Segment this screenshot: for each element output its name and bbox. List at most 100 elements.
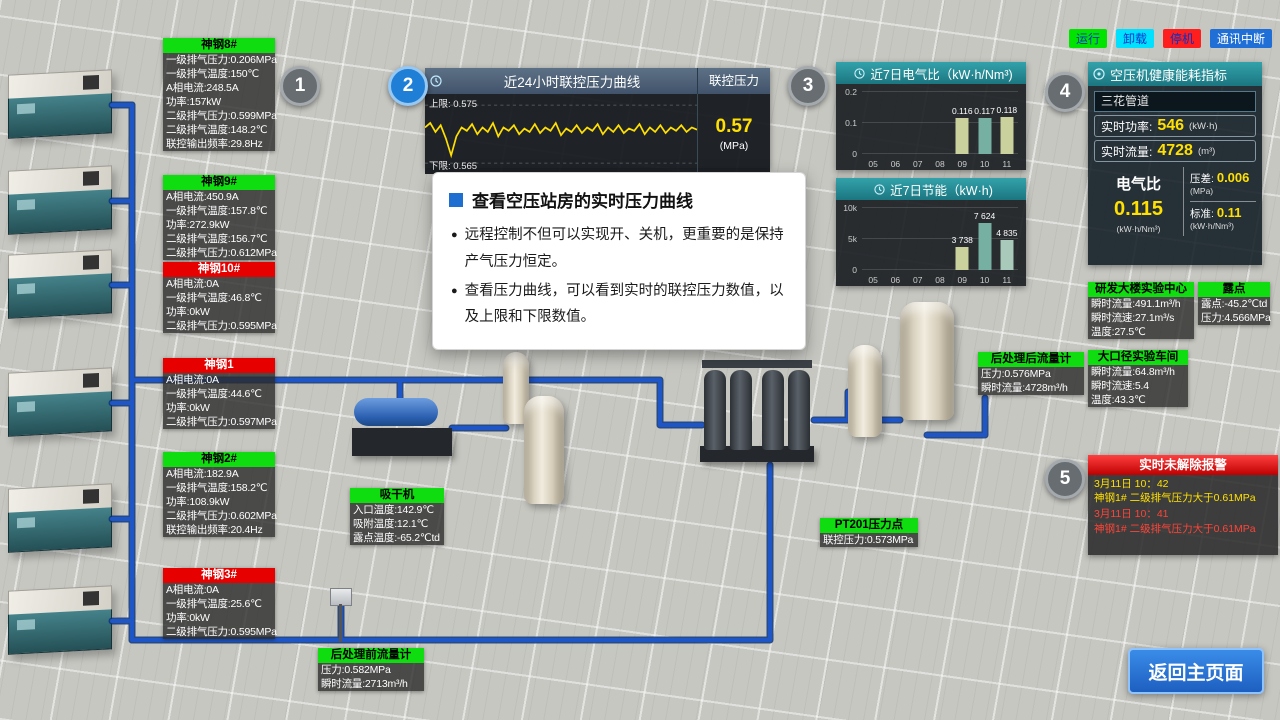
dryer-tower	[762, 370, 784, 450]
pressure-curve-svg	[424, 104, 698, 164]
data-row: 二级排气压力:0.595MPa	[166, 626, 277, 638]
data-row: 瞬时流量:491.1m³/h	[1091, 298, 1181, 310]
data-row: 功率:0kW	[166, 612, 210, 624]
ratio-value: 0.115	[1114, 198, 1163, 220]
pipe-selector[interactable]: 三花管道	[1094, 91, 1256, 112]
data-row: 露点:-45.2℃td	[1201, 298, 1268, 310]
pressure-panel-body: 上限: 0.575 下限: 0.565 0.57 (MPa)	[424, 94, 770, 175]
diff-label: 压差:	[1190, 173, 1214, 185]
callout-bullet-text: 远程控制不但可以实现开、关机，更重要的是保持产气压力恒定。	[464, 227, 784, 270]
data-row: A相电流:248.5A	[166, 82, 239, 94]
data-row: 瞬时流速:5.4	[1091, 380, 1149, 392]
health-energy-kpi-panel: 空压机健康能耗指标 三花管道 实时功率: 546 (kW·h) 实时流量: 47…	[1088, 62, 1262, 265]
pt201-panel: PT201压力点 联控压力:0.573MPa	[820, 518, 918, 547]
data-row: 压力:0.582MPa	[321, 664, 391, 676]
power-value: 546	[1157, 117, 1185, 134]
clock-icon	[854, 67, 865, 79]
pressure-value-box: 0.57 (MPa)	[698, 94, 770, 174]
blue-square-icon	[449, 192, 463, 207]
pressure-diff-block: 压差: 0.006 (MPa)	[1190, 167, 1256, 201]
panel-title: 大口径实验车间	[1088, 350, 1188, 365]
dryer-tower	[788, 370, 810, 450]
panel-title: 研发大楼实验中心	[1088, 282, 1194, 297]
alarm-title: 实时未解除报警	[1088, 455, 1278, 475]
realtime-flow-row: 实时流量: 4728 (m³)	[1094, 140, 1256, 162]
data-row: 二级排气压力:0.612MPa	[166, 247, 277, 259]
step-badge-4[interactable]: 4	[1045, 72, 1085, 112]
data-row: 功率:108.9kW	[166, 496, 230, 508]
realtime-power-row: 实时功率: 546 (kW·h)	[1094, 115, 1256, 137]
data-row: 瞬时流速:27.1m³/s	[1091, 312, 1175, 324]
flow-label: 实时流量:	[1101, 144, 1153, 159]
legend-running: 运行	[1068, 29, 1107, 48]
pressure-right-header: 联控压力	[697, 68, 770, 94]
alarm-time: 3月11日 10：42	[1094, 478, 1169, 490]
step-badge-5[interactable]: 5	[1045, 459, 1085, 499]
info-callout: 查看空压站房的实时压力曲线 ● 远程控制不但可以实现开、关机，更重要的是保持产气压…	[432, 172, 806, 351]
data-row: 温度:43.3℃	[1091, 394, 1146, 406]
data-row: 温度:27.5℃	[1091, 326, 1146, 338]
step-badge-1[interactable]: 1	[280, 66, 320, 106]
data-row: 二级排气压力:0.602MPa	[166, 510, 277, 522]
panel-title: 后处理后流量计	[978, 352, 1084, 367]
callout-title: 查看空压站房的实时压力曲线	[472, 192, 693, 211]
clock-icon	[430, 75, 442, 87]
machine-name: 神钢3#	[163, 568, 275, 583]
alarm-entry[interactable]: 3月11日 10：41 神钢1# 二级排气压力大于0.61MPa	[1088, 505, 1278, 535]
data-row: 联控压力:0.573MPa	[823, 534, 914, 546]
alarm-text: 神钢1# 二级排气压力大于0.61MPa	[1094, 492, 1256, 505]
instrument-pole	[339, 604, 342, 642]
machine-name: 神钢9#	[163, 175, 275, 190]
data-row: A相电流:182.9A	[166, 468, 239, 480]
step-badge-3[interactable]: 3	[788, 66, 828, 106]
machine-name: 神钢2#	[163, 452, 275, 467]
data-row: 联控输出频率:29.8Hz	[166, 138, 263, 150]
data-row: A相电流:0A	[166, 374, 219, 386]
pressure-panel-header: 近24小时联控压力曲线 联控压力	[425, 68, 770, 94]
machine-name: 神钢1	[163, 358, 275, 373]
data-row: 二级排气压力:0.597MPa	[166, 416, 277, 428]
step-badge-2[interactable]: 2	[388, 66, 428, 106]
alarm-time: 3月11日 10：41	[1094, 508, 1169, 521]
data-row: 联控输出频率:20.4Hz	[166, 524, 263, 536]
status-legend: 运行 卸载 停机 通讯中断	[1068, 29, 1272, 48]
data-row: 二级排气温度:148.2℃	[166, 124, 268, 136]
pressure-curve-panel: 近24小时联控压力曲线 联控压力 上限: 0.575 下限: 0.565 0.5…	[424, 68, 770, 175]
chart-title: 近7日电气比（kW·h/Nm³)	[870, 67, 1013, 82]
standard-block: 标准: 0.11 (kW·h/Nm³)	[1190, 201, 1256, 236]
data-row: A相电流:0A	[166, 278, 219, 290]
skid-drum	[354, 398, 438, 426]
legend-stopped: 停机	[1162, 29, 1201, 48]
panel-title: PT201压力点	[820, 518, 918, 533]
alarm-entry[interactable]: 3月11日 10：42 神钢1# 二级排气压力大于0.61MPa	[1088, 475, 1278, 505]
data-row: 一级排气温度:44.6℃	[166, 388, 262, 400]
return-home-button[interactable]: 返回主页面	[1128, 648, 1264, 694]
data-row: 一级排气温度:150℃	[166, 68, 260, 80]
upper-limit-label: 上限: 0.575	[429, 99, 478, 110]
data-row: 功率:272.9kW	[166, 219, 230, 231]
bullet-dot-icon: ●	[451, 284, 458, 297]
data-row: 瞬时流量:4728m³/h	[981, 382, 1068, 394]
pressure-current-value: 0.57	[715, 116, 753, 138]
machine-name: 神钢8#	[163, 38, 275, 53]
alarm-panel: 实时未解除报警 3月11日 10：42 神钢1# 二级排气压力大于0.61MPa…	[1088, 455, 1278, 555]
air-receiver-tank-3	[848, 345, 882, 437]
data-row: 一级排气温度:25.6℃	[166, 598, 262, 610]
data-row: 功率:157kW	[166, 96, 221, 108]
aftercooler-skid	[352, 396, 452, 456]
